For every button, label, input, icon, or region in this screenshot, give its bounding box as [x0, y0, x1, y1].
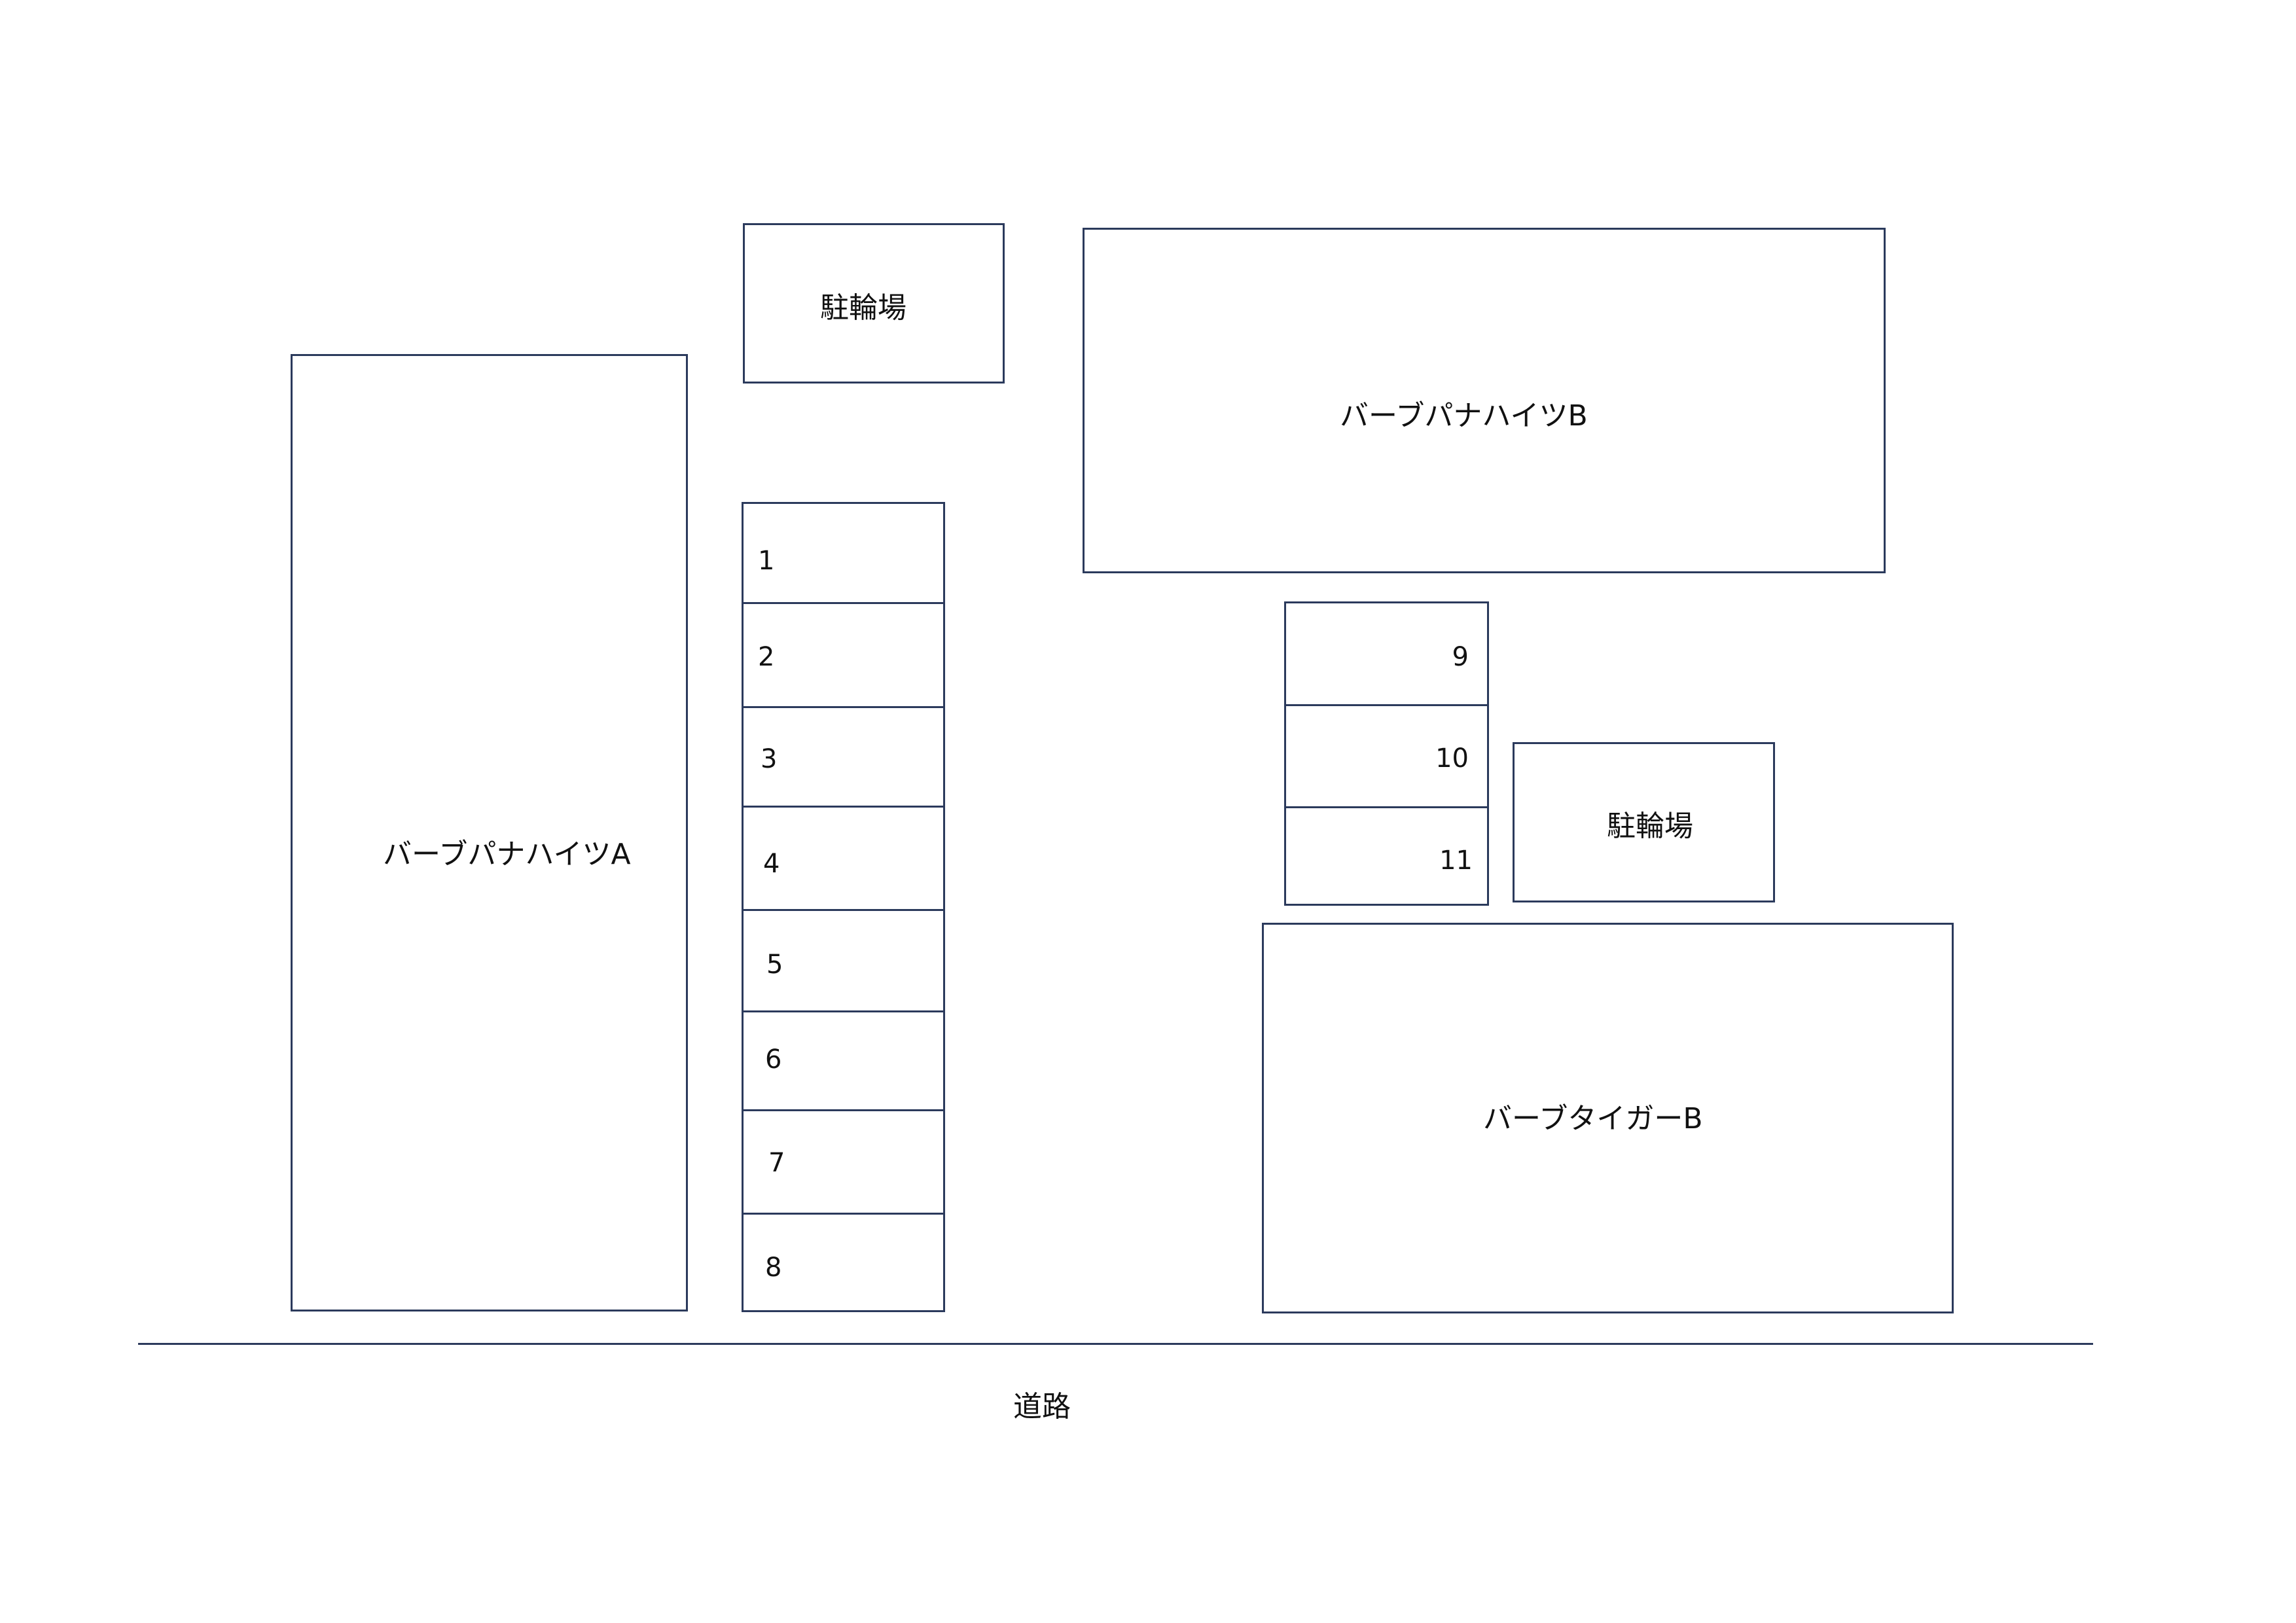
parking-slot: 1: [744, 504, 943, 604]
bicycle-parking-right: 駐輪場: [1513, 742, 1775, 902]
parking-column-left: 1 2 3 4 5 6 7 8: [742, 502, 945, 1312]
building-label: バーブパナハイツA: [383, 838, 631, 871]
bicycle-parking-label: 駐輪場: [820, 291, 906, 325]
slot-number: 2: [758, 642, 775, 672]
slot-number: 8: [765, 1253, 782, 1283]
slot-number: 7: [768, 1148, 785, 1178]
slot-number: 4: [763, 849, 780, 879]
parking-slot: 8: [744, 1215, 943, 1314]
building-barbpana-heights-b: バーブパナハイツB: [1083, 228, 1886, 573]
parking-slot: 5: [744, 911, 943, 1012]
building-barbpana-heights-a: バーブパナハイツA: [291, 354, 688, 1311]
bicycle-parking-top: 駐輪場: [743, 223, 1005, 383]
slot-number: 6: [765, 1044, 782, 1075]
parking-slot: 4: [744, 808, 943, 911]
parking-slot: 3: [744, 708, 943, 808]
slot-number: 11: [1439, 846, 1473, 876]
parking-slot: 11: [1286, 808, 1487, 908]
road-line: [138, 1343, 2093, 1345]
slot-number: 1: [758, 546, 775, 576]
slot-number: 9: [1452, 642, 1469, 672]
parking-slot: 6: [744, 1012, 943, 1111]
parking-slot: 2: [744, 604, 943, 708]
parking-slot: 10: [1286, 706, 1487, 808]
building-label: バーブパナハイツB: [1340, 399, 1588, 433]
parking-slot: 7: [744, 1111, 943, 1215]
bicycle-parking-label: 駐輪場: [1607, 810, 1693, 843]
parking-column-right: 9 10 11: [1284, 601, 1489, 906]
road-label: 道路: [1013, 1390, 1071, 1423]
building-label: バーブタイガーB: [1483, 1102, 1703, 1135]
building-barb-tiger-b: バーブタイガーB: [1262, 923, 1954, 1313]
slot-number: 5: [766, 950, 783, 980]
parking-slot: 9: [1286, 603, 1487, 706]
slot-number: 10: [1435, 743, 1469, 774]
slot-number: 3: [761, 744, 778, 774]
